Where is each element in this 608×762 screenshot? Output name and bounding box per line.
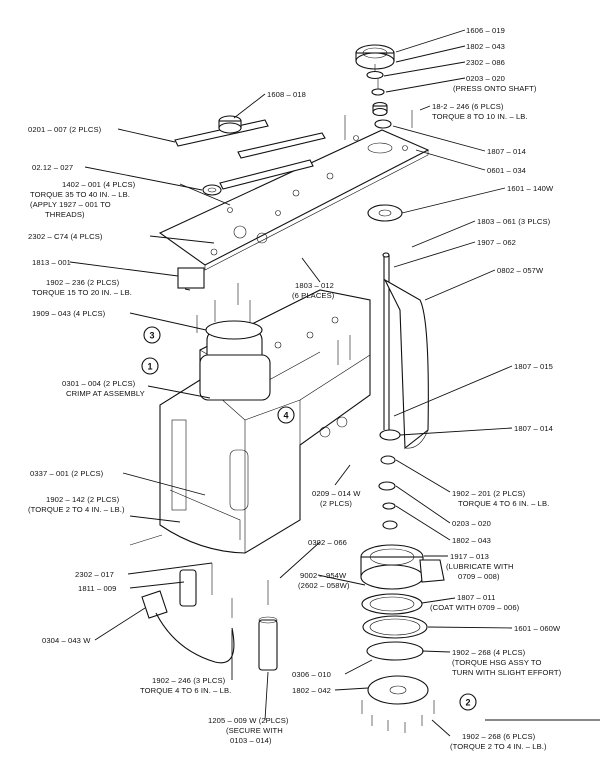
part-label: 1907 – 062 <box>477 238 516 247</box>
part-label: 0802 – 057W <box>497 266 544 275</box>
rear-cover <box>383 278 429 450</box>
callout-1: 1 <box>147 362 152 372</box>
screws <box>196 110 435 714</box>
part-label-note: (APPLY 1927 – 001 TO <box>30 200 111 209</box>
part-label-note: (PRESS ONTO SHAFT) <box>453 84 537 93</box>
part-label-note: (TORQUE HSG ASSY TO <box>452 658 542 667</box>
part-label-note: (6 PLACES) <box>292 291 335 300</box>
part-label-note: (TORQUE 2 TO 4 IN. – LB.) <box>450 742 547 751</box>
parts-drawing <box>129 44 445 733</box>
part-label: 1909 – 043 (4 PLCS) <box>32 309 106 318</box>
part-label-note: (SECURE WITH <box>226 726 283 735</box>
part-label: 1205 – 009 W (2PLCS) <box>208 716 289 725</box>
part-label: 02.12 – 027 <box>32 163 73 172</box>
part-label: 1902 – 268 (6 PLCS) <box>462 732 536 741</box>
part-labels: 1606 – 019 1802 – 043 2302 – 086 0203 – … <box>28 26 562 751</box>
part-label: 1608 – 018 <box>267 90 306 99</box>
part-label: 0203 – 020 <box>466 74 505 83</box>
part-label: 1802 – 043 <box>466 42 505 51</box>
drive-rails <box>174 115 326 196</box>
leader-lines <box>69 29 600 737</box>
part-label: 1601 – 140W <box>507 184 554 193</box>
part-label: 0203 – 020 <box>452 519 491 528</box>
top-gear-stack <box>355 44 395 129</box>
motor <box>177 267 271 401</box>
part-label: 0201 – 007 (2 PLCS) <box>28 125 102 134</box>
main-housing <box>159 289 371 554</box>
callout-4: 4 <box>283 411 288 421</box>
part-label: 1902 – 268 (4 PLCS) <box>452 648 526 657</box>
part-label-note: TORQUE 4 TO 6 IN. – LB. <box>458 499 549 508</box>
part-label-note: CRIMP AT ASSEMBLY <box>66 389 145 398</box>
part-label: 0306 – 010 <box>292 670 331 679</box>
part-label-note: TORQUE 8 TO 10 IN. – LB. <box>432 112 528 121</box>
part-label: 1902 – 201 (2 PLCS) <box>452 489 526 498</box>
part-label: 1813 – 001 <box>32 258 71 267</box>
part-label: 0601 – 034 <box>487 166 526 175</box>
part-label-note: TORQUE 15 TO 20 IN. – LB. <box>32 288 132 297</box>
part-label: 1902 – 236 (2 PLCS) <box>46 278 120 287</box>
part-label: 0304 – 043 W <box>42 636 91 645</box>
part-label-note: 0103 – 014) <box>230 736 272 745</box>
part-label: 1803 – 012 <box>295 281 334 290</box>
bottom-housing <box>360 544 445 733</box>
callout-2: 2 <box>465 698 470 708</box>
part-label-note: (TORQUE 2 TO 4 IN. – LB.) <box>28 505 125 514</box>
part-label: 1807 – 011 <box>457 593 495 602</box>
part-label-note: (2 PLCS) <box>320 499 352 508</box>
shaft-stack <box>367 204 403 530</box>
part-label: 0209 – 014 W <box>312 489 361 498</box>
part-label: 1902 – 142 (2 PLCS) <box>46 495 120 504</box>
mounting-plate <box>158 129 430 271</box>
part-label: 1917 – 013 <box>450 552 489 561</box>
power-cord <box>129 534 278 671</box>
part-label-note: (LUBRICATE WITH <box>446 562 514 571</box>
part-label: 9002 – 954W <box>300 571 347 580</box>
part-label: 1802 – 043 <box>452 536 491 545</box>
callout-3: 3 <box>149 331 154 341</box>
part-label: 2302 – C74 (4 PLCS) <box>28 232 103 241</box>
part-label-note: (2602 – 058W) <box>298 581 350 590</box>
callout-circles: 3 1 4 2 <box>141 326 477 711</box>
part-label: 0301 – 004 (2 PLCS) <box>62 379 136 388</box>
part-label: 1402 – 001 (4 PLCS) <box>62 180 136 189</box>
part-label: 1803 – 061 (3 PLCS) <box>477 217 551 226</box>
part-label: 1902 – 246 (3 PLCS) <box>152 676 226 685</box>
part-label: 0337 – 001 (2 PLCS) <box>30 469 104 478</box>
part-label-note: TURN WITH SLIGHT EFFORT) <box>452 668 562 677</box>
part-label: 1807 – 015 <box>514 362 553 371</box>
part-label: 18-2 – 246 (6 PLCS) <box>432 102 504 111</box>
part-label: 1807 – 014 <box>514 424 553 433</box>
part-label: 1606 – 019 <box>466 26 505 35</box>
part-label-note: 0709 – 008) <box>458 572 500 581</box>
part-label: 1807 – 014 <box>487 147 526 156</box>
part-label: 2302 – 017 <box>75 570 114 579</box>
part-label: 2302 – 086 <box>466 58 505 67</box>
part-label-note: TORQUE 4 TO 6 IN. – LB. <box>140 686 231 695</box>
part-label-note: (COAT WITH 0709 – 006) <box>430 603 520 612</box>
part-label-note: TORQUE 35 TO 40 IN. – LB. <box>30 190 130 199</box>
part-label: 1811 – 009 <box>78 584 116 593</box>
part-label-note: THREADS) <box>45 210 85 219</box>
part-label: 0302 – 066 <box>308 538 347 547</box>
part-label: 1802 – 042 <box>292 686 331 695</box>
part-label: 1601 – 060W <box>514 624 561 633</box>
